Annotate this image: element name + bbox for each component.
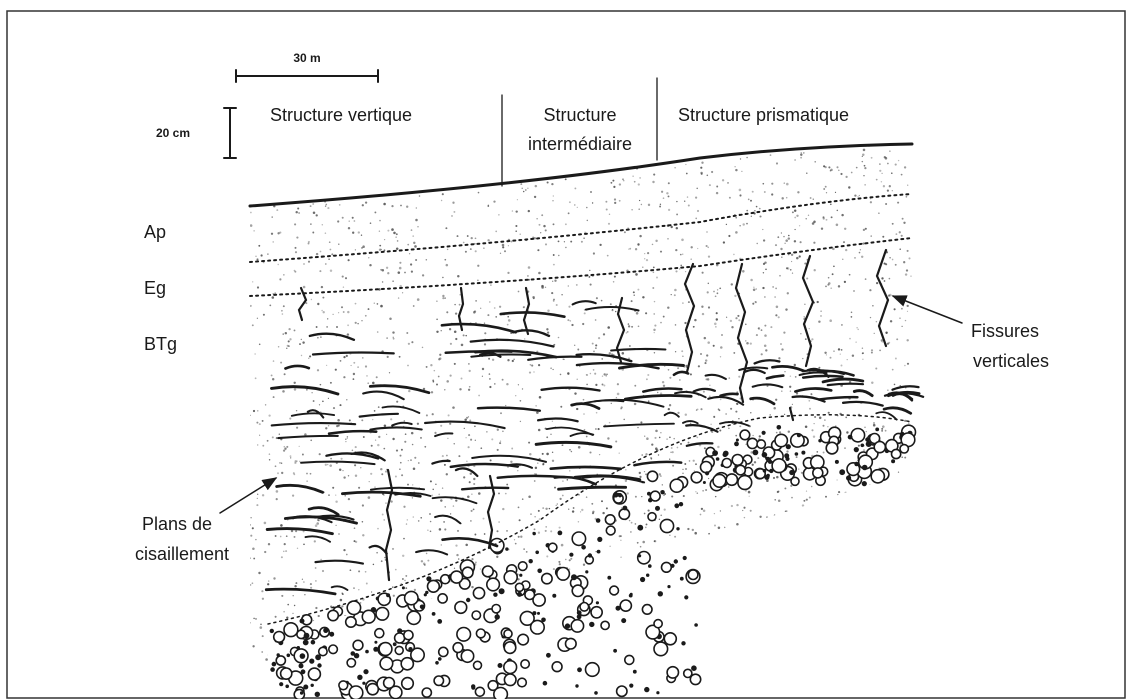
shear-plane — [278, 436, 337, 438]
vertical-scale-bar — [224, 108, 236, 158]
shear-plane — [823, 379, 863, 382]
fissures-verticales-label-2: verticales — [973, 351, 1049, 371]
gravel-boundary — [268, 415, 912, 624]
shear-plane — [392, 423, 411, 426]
shear-plane — [643, 388, 681, 391]
shear-plane — [551, 467, 621, 469]
shear-plane — [571, 433, 594, 436]
shear-plane — [272, 387, 338, 394]
shear-plane — [513, 330, 549, 336]
shear-plane — [604, 424, 674, 427]
shear-plane — [272, 423, 356, 425]
shear-plane — [332, 586, 348, 590]
shear-plane — [843, 402, 883, 406]
shear-plane — [267, 529, 332, 534]
fissures-verticales-label-1: Fissures — [971, 321, 1039, 341]
horizon-eg-label: Eg — [144, 278, 166, 298]
shear-plane — [309, 508, 338, 515]
shear-plane — [462, 488, 508, 490]
shear-plane — [432, 461, 449, 464]
structure-vertique-label: Structure vertique — [270, 105, 412, 125]
shear-plane — [828, 384, 863, 385]
plans-de-cisaillement-label-1: Plans de — [142, 514, 212, 534]
shear-plane — [286, 366, 309, 369]
shear-plane — [363, 392, 404, 400]
shear-plane — [471, 340, 554, 347]
shear-plane — [744, 370, 765, 373]
shear-plane — [803, 376, 842, 378]
shear-plane — [577, 354, 632, 361]
shear-plane — [370, 546, 387, 554]
shear-plane — [370, 427, 421, 429]
fissure-verticale — [685, 264, 694, 372]
shear-plane — [435, 433, 452, 436]
shear-plane — [442, 324, 516, 332]
shear-plane — [665, 413, 679, 417]
shear-plane — [854, 391, 872, 396]
shear-plane — [611, 349, 665, 351]
fissure-verticale — [736, 264, 747, 402]
shear-plane — [538, 419, 578, 422]
shear-planes — [266, 301, 923, 594]
structure-intermediaire-label-1: Structure — [543, 105, 616, 125]
shear-plane — [795, 388, 831, 391]
fissure-verticale — [803, 256, 813, 366]
shear-plane — [306, 536, 331, 542]
shear-plane — [634, 462, 681, 465]
shear-plane — [772, 366, 803, 371]
horizon-ap-label: Ap — [144, 222, 166, 242]
plans-arrow — [220, 478, 276, 513]
structure-prismatique-label: Structure prismatique — [678, 105, 849, 125]
fissures-arrow — [893, 296, 962, 323]
horizon-btg-label: BTg — [144, 334, 177, 354]
shear-plane — [876, 412, 896, 420]
shear-plane — [425, 422, 505, 429]
shear-plane — [755, 360, 780, 363]
crack — [790, 408, 793, 420]
shear-plane — [451, 464, 518, 467]
shear-plane — [371, 488, 424, 490]
shear-plane — [472, 456, 546, 462]
shear-plane — [292, 413, 334, 415]
shear-plane — [316, 561, 363, 564]
shear-plane — [555, 477, 596, 484]
shear-plane — [416, 550, 447, 554]
crack — [386, 470, 392, 580]
shear-plane — [573, 301, 596, 304]
eg-upper-boundary — [250, 238, 912, 296]
shear-plane — [559, 487, 626, 489]
vertical-scale-label: 20 cm — [156, 126, 190, 140]
shear-plane — [536, 442, 611, 447]
shear-plane — [625, 395, 691, 399]
structure-intermediaire-label-2: intermédiaire — [528, 134, 632, 154]
horizontal-scale-label: 30 m — [293, 51, 320, 65]
shear-plane — [383, 406, 420, 413]
shear-plane — [313, 353, 394, 355]
shear-plane — [435, 516, 460, 524]
shear-plane — [360, 414, 398, 417]
shear-plane — [266, 589, 335, 594]
horizontal-scale-bar — [236, 70, 378, 82]
shear-plane — [277, 485, 323, 492]
shear-plane — [433, 497, 477, 503]
shear-plane — [478, 408, 540, 411]
shear-plane — [819, 397, 857, 399]
shear-plane — [329, 431, 376, 434]
shear-plane — [721, 394, 738, 396]
shear-plane — [584, 400, 623, 403]
shear-plane — [501, 312, 565, 316]
shear-plane — [767, 376, 783, 379]
plans-de-cisaillement-label-2: cisaillement — [135, 544, 229, 564]
shear-plane — [751, 398, 774, 404]
shear-plane — [572, 404, 599, 409]
shear-plane — [456, 468, 478, 476]
